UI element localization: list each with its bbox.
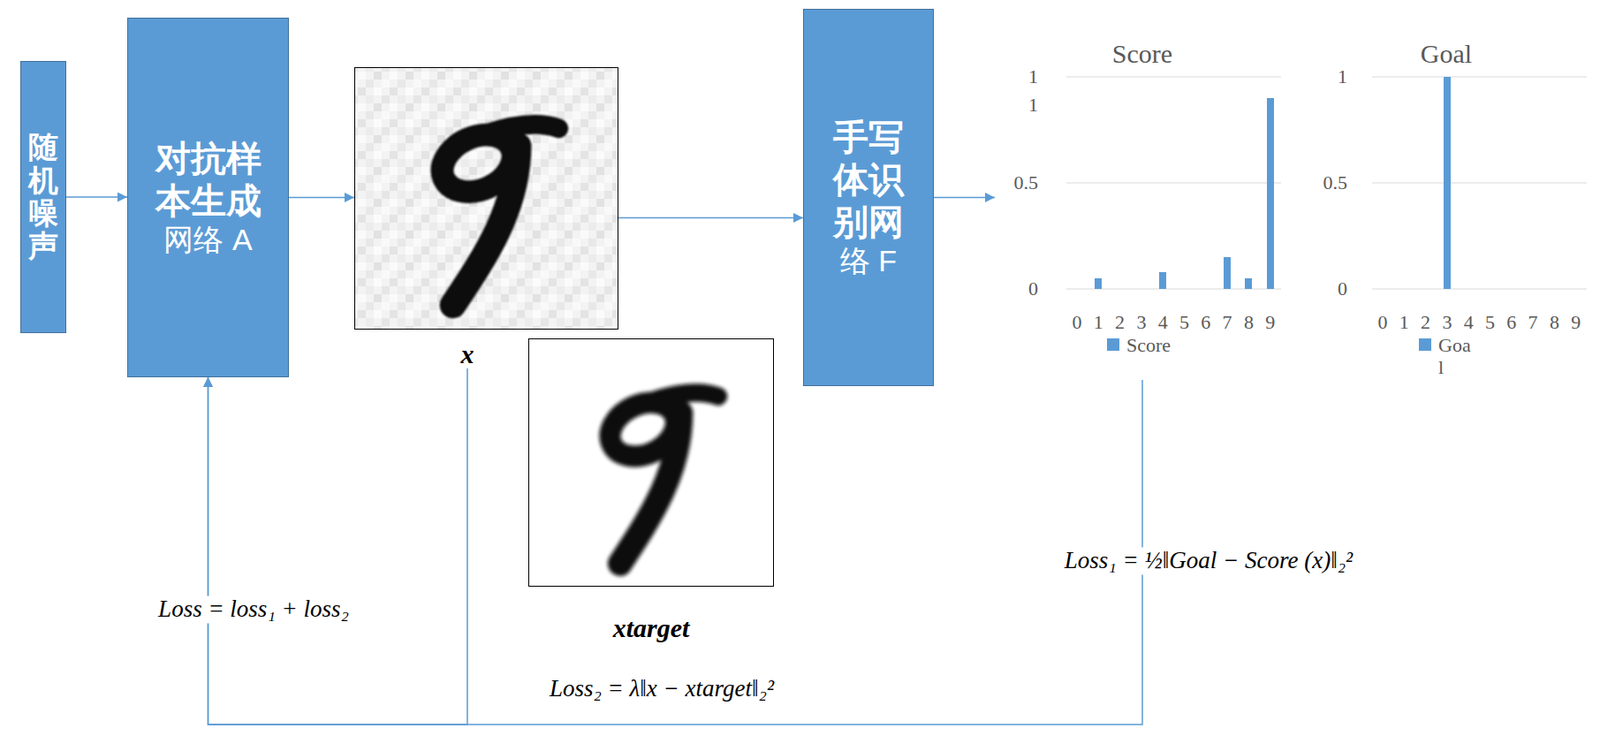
grid-line: [1372, 75, 1587, 77]
node-label: 网络 A: [163, 221, 252, 258]
bar: [1244, 278, 1252, 289]
node-label: 对抗样 本生成: [150, 136, 267, 222]
bar: [1443, 76, 1451, 289]
image-frame: [354, 67, 619, 330]
formula-label: Loss = loss₁ + loss₂: [154, 595, 353, 623]
node-label: 手写 体识 别网: [826, 115, 911, 243]
node-label: Goal: [1298, 35, 1594, 69]
node-label: Score: [994, 35, 1290, 69]
bar: [1159, 272, 1167, 289]
generator-box: 对抗样 本生成网络 A: [127, 17, 289, 378]
connector: [288, 197, 355, 199]
axis-label: 9: [1265, 310, 1275, 334]
axis-label: 0: [1337, 277, 1348, 300]
axis-label: 7: [1222, 310, 1233, 334]
axis-label: 0.5: [1323, 171, 1349, 194]
bar: [1223, 257, 1231, 289]
axis-label: 4: [1463, 310, 1474, 334]
node-label: 络 F: [840, 242, 897, 280]
axis-label: 6: [1200, 310, 1211, 334]
grid-line: [1372, 181, 1587, 183]
axis-label: 1: [1028, 65, 1039, 88]
axis-label: 1: [1093, 310, 1104, 334]
bar: [1266, 98, 1274, 289]
axis-label: 3: [1441, 310, 1452, 334]
legend-text: Goa l: [1438, 333, 1479, 380]
node-label: xtarget: [528, 613, 774, 643]
connector: [618, 217, 804, 220]
noise-background: [354, 67, 619, 330]
bar: [1094, 278, 1102, 289]
axis-label: 5: [1485, 310, 1495, 334]
image-box: xtarget: [528, 338, 774, 643]
image-background: [528, 338, 774, 587]
image-box: x: [354, 67, 619, 369]
classifier-box: 手写 体识 别网络 F: [803, 8, 934, 387]
bars: [1094, 76, 1451, 289]
legend-entry: Score: [1107, 333, 1171, 357]
axis-label: 1: [1399, 310, 1410, 334]
legend-swatch: [1107, 338, 1120, 351]
node-label: 随机噪声: [28, 130, 59, 264]
digit-image: [432, 123, 559, 305]
axis-label: 6: [1506, 310, 1517, 334]
legend-swatch: [1418, 338, 1432, 351]
image-frame: [528, 338, 774, 587]
digit-image: [601, 392, 719, 564]
legend-entry: Goa l: [1418, 333, 1479, 380]
axis-label: 0: [1378, 310, 1388, 334]
axis-label: 5: [1179, 310, 1190, 334]
connector: [66, 196, 128, 198]
legend-text: Score: [1126, 333, 1171, 357]
axis-label: 8: [1549, 310, 1560, 334]
axis-label: 3: [1136, 310, 1146, 334]
formula-label: Loss₂ = λ‖x − xtarget‖₂²: [545, 674, 778, 703]
grid-line: [1066, 75, 1282, 77]
axis-label: 1: [1028, 93, 1039, 116]
axis-label: 8: [1243, 310, 1254, 334]
axis-label: 2: [1420, 310, 1431, 334]
axis-label: 1: [1337, 65, 1348, 88]
axis-label: 0: [1072, 310, 1083, 334]
input-box: 随机噪声: [20, 60, 67, 334]
axis-label: 2: [1114, 310, 1125, 334]
grid-line: [1066, 181, 1282, 183]
axis-label: 0: [1028, 277, 1039, 300]
connector: [933, 197, 995, 199]
node-label: x: [449, 339, 486, 369]
grid-line: [1372, 288, 1587, 289]
axis-label: 9: [1570, 310, 1581, 334]
connector: [208, 377, 1144, 725]
axis-label: 0.5: [1014, 171, 1039, 194]
axis-label: 4: [1158, 310, 1168, 334]
grid-lines: [1066, 76, 1587, 289]
formula-label: Loss₁ = ½‖Goal − Score (x)‖₂²: [1061, 546, 1357, 575]
connector: [208, 368, 469, 725]
axis-label: 7: [1528, 310, 1539, 334]
